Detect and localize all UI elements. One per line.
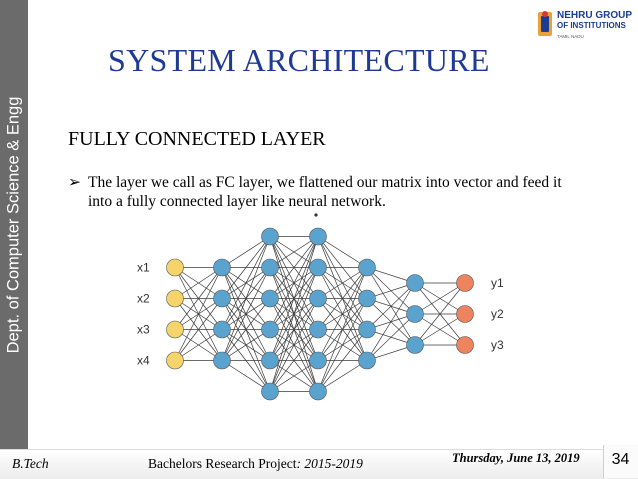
input-label: x3 bbox=[137, 323, 150, 337]
network-edge bbox=[317, 298, 368, 392]
network-edge bbox=[221, 329, 271, 361]
bullet-item: ➢ The layer we call as FC layer, we flat… bbox=[68, 173, 588, 211]
network-edge bbox=[317, 236, 368, 268]
network-edge bbox=[317, 329, 368, 392]
hidden-node bbox=[358, 289, 376, 308]
logo-line-2: OF INSTITUTIONS bbox=[557, 21, 626, 30]
network-edge bbox=[221, 298, 271, 361]
network-edge bbox=[366, 313, 416, 361]
network-edge bbox=[317, 267, 368, 392]
input-node bbox=[166, 258, 184, 277]
network-edge bbox=[174, 298, 223, 361]
output-label: y1 bbox=[491, 276, 504, 290]
hidden-node bbox=[261, 320, 279, 339]
network-edge bbox=[221, 236, 271, 299]
input-node bbox=[166, 351, 184, 370]
hidden-node bbox=[213, 320, 231, 339]
hidden-node bbox=[261, 258, 279, 277]
logo-text: NEHRU GROUP OF INSTITUTIONS TAMIL NADU bbox=[557, 10, 632, 41]
network-nodes bbox=[166, 227, 474, 401]
network-edge bbox=[269, 298, 319, 392]
footer-project-label: Bachelors Research Project bbox=[148, 456, 297, 471]
network-edge bbox=[317, 360, 368, 392]
sidebar-band: Dept. of Computer Science & Engg bbox=[0, 0, 28, 449]
network-edge bbox=[269, 236, 319, 299]
footer-date: Thursday, June 13, 2019 bbox=[452, 451, 580, 465]
network-edge bbox=[269, 236, 319, 330]
network-edge bbox=[221, 267, 271, 361]
hidden-node bbox=[406, 274, 424, 292]
network-edge bbox=[414, 282, 466, 346]
hidden-node bbox=[261, 382, 279, 401]
input-node bbox=[166, 289, 184, 308]
input-label: x1 bbox=[137, 261, 150, 275]
section-heading: FULLY CONNECTED LAYER bbox=[68, 128, 326, 150]
logo-line-1: NEHRU GROUP bbox=[557, 10, 633, 21]
network-edge bbox=[221, 236, 271, 330]
logo-line-3: TAMIL NADU bbox=[557, 34, 584, 39]
hidden-node bbox=[358, 258, 376, 277]
output-node bbox=[456, 274, 474, 292]
network-edge bbox=[269, 329, 319, 392]
network-edge bbox=[269, 236, 319, 361]
hidden-node bbox=[261, 351, 279, 370]
hidden-node bbox=[261, 227, 279, 246]
network-edge bbox=[366, 282, 416, 361]
hidden-node bbox=[309, 289, 327, 308]
footer-bar bbox=[0, 449, 638, 479]
logo-emblem-icon bbox=[538, 11, 552, 36]
department-label: Dept. of Computer Science & Engg bbox=[4, 96, 23, 354]
footer-degree: B.Tech bbox=[12, 456, 49, 471]
output-node bbox=[456, 336, 474, 354]
arrow-bullet-icon: ➢ bbox=[68, 174, 81, 191]
page-number: 34 bbox=[611, 451, 630, 468]
input-label: x4 bbox=[137, 354, 150, 368]
network-edge bbox=[317, 267, 368, 330]
network-edge bbox=[269, 360, 319, 392]
hidden-node bbox=[406, 305, 424, 323]
network-edge bbox=[414, 282, 466, 315]
network-edge bbox=[174, 267, 223, 361]
hidden-node bbox=[309, 320, 327, 339]
network-labels: x1 x2 x3 x4 y1 y2 y3 bbox=[137, 261, 504, 368]
output-node bbox=[456, 305, 474, 323]
network-edge bbox=[317, 267, 368, 361]
hidden-node bbox=[309, 351, 327, 370]
hidden-node bbox=[261, 289, 279, 308]
hidden-node bbox=[358, 351, 376, 370]
stray-dot bbox=[314, 213, 318, 217]
network-edge bbox=[269, 267, 319, 392]
hidden-node bbox=[213, 289, 231, 308]
footer-project: Bachelors Research Project: 2015-2019 bbox=[148, 456, 363, 472]
output-label: y2 bbox=[491, 307, 504, 321]
page-number-box bbox=[603, 445, 638, 478]
hidden-node bbox=[213, 258, 231, 277]
input-node bbox=[166, 320, 184, 339]
network-edge bbox=[174, 267, 223, 299]
neural-network-diagram: x1 x2 x3 x4 y1 y2 y3 bbox=[137, 213, 504, 401]
network-edge bbox=[221, 360, 271, 392]
hidden-node bbox=[406, 336, 424, 354]
hidden-node bbox=[309, 258, 327, 277]
network-edge bbox=[221, 236, 271, 361]
network-edge bbox=[317, 267, 368, 299]
network-edge bbox=[269, 236, 319, 268]
network-edge bbox=[174, 329, 223, 361]
network-edge bbox=[366, 282, 416, 330]
hidden-node bbox=[213, 351, 231, 370]
network-edge bbox=[414, 313, 466, 346]
slide-title: SYSTEM ARCHITECTURE bbox=[108, 42, 490, 78]
hidden-node bbox=[309, 227, 327, 246]
network-edge bbox=[269, 236, 319, 392]
bullet-text: The layer we call as FC layer, we flatte… bbox=[88, 174, 562, 210]
output-label: y3 bbox=[491, 338, 504, 352]
network-edge bbox=[174, 267, 223, 330]
institution-logo bbox=[536, 6, 632, 54]
input-label: x2 bbox=[137, 292, 150, 306]
footer-project-years: : 2015-2019 bbox=[296, 456, 363, 471]
hidden-node bbox=[309, 382, 327, 401]
network-edge bbox=[221, 236, 271, 268]
hidden-node bbox=[358, 320, 376, 339]
